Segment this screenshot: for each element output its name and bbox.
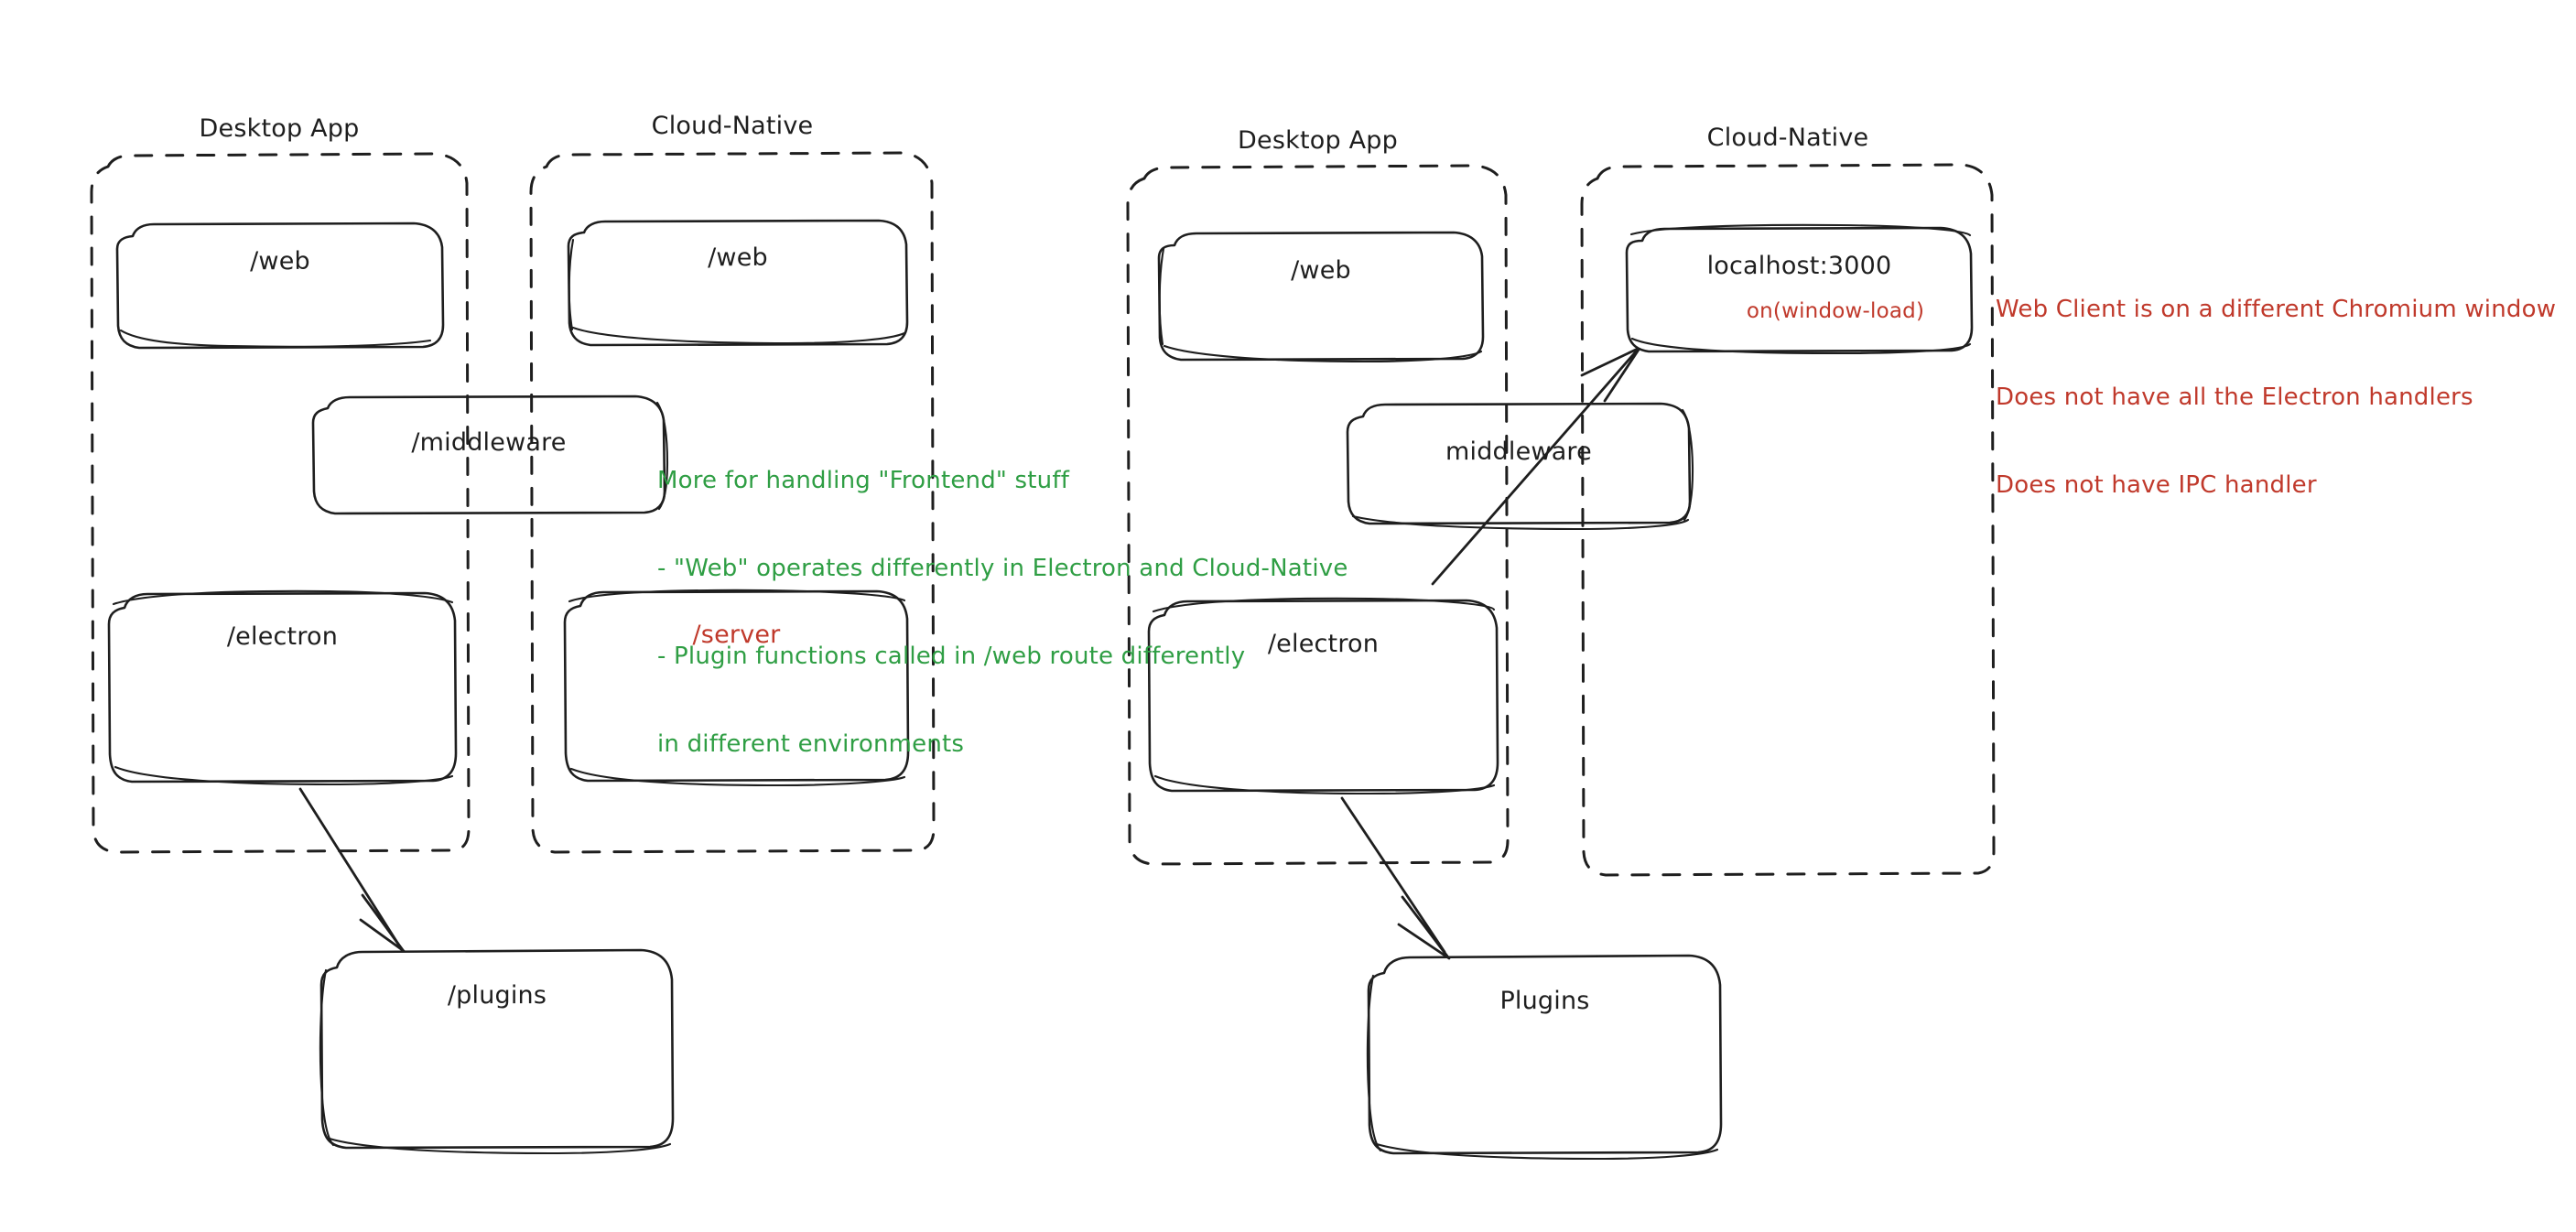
box-label-middleware: /middleware (411, 428, 567, 457)
group-desktop-app-outline (90, 152, 471, 854)
box-label-localhost: localhost:3000 (1706, 252, 1892, 280)
annotation-red-line-2: Does not have all the Electron handlers (1996, 384, 2473, 411)
annotation-green-line-4: in different environments (657, 730, 965, 758)
group-title-desktop-app-2: Desktop App (1238, 126, 1398, 155)
box-label-middleware-2: middleware (1445, 438, 1592, 466)
annotation-red: Web Client is on a different Chromium wi… (1996, 236, 2556, 529)
box-label-plugins-2: Plugins (1499, 987, 1590, 1015)
group-title-cloud-native-2: Cloud-Native (1706, 124, 1869, 152)
box-localhost-outline (1625, 223, 1974, 355)
box-sublabel-localhost-on-window-load: on(window-load) (1746, 299, 1925, 323)
annotation-red-line-1: Web Client is on a different Chromium wi… (1996, 296, 2557, 323)
group-title-desktop-app: Desktop App (199, 114, 360, 143)
annotation-green: More for handling "Frontend" stuff - "We… (657, 407, 1348, 788)
box-web-desktop-2-outline (1157, 231, 1485, 363)
box-label-server: /server (692, 621, 781, 649)
annotation-red-line-3: Does not have IPC handler (1996, 471, 2317, 499)
group-cloud-native-outline (529, 151, 936, 854)
box-label-web-desktop: /web (250, 247, 310, 276)
group-cloud-native-2-outline (1580, 163, 1996, 877)
arrow-electron-to-plugins (298, 787, 406, 953)
arrow-electron2-to-plugins2 (1340, 796, 1451, 960)
box-web-desktop-outline (115, 222, 445, 350)
box-web-cloud-outline (567, 219, 909, 347)
box-middleware-outline (311, 394, 669, 515)
arrow-electron2-to-localhost (1431, 347, 1640, 586)
annotation-green-line-3: - Plugin functions called in /web route … (657, 643, 1246, 670)
box-middleware-2-outline (1346, 402, 1694, 531)
box-label-electron-2: /electron (1267, 630, 1380, 658)
box-label-web-cloud: /web (708, 243, 768, 272)
group-desktop-app-2-outline (1126, 164, 1510, 866)
annotation-green-line-1: More for handling "Frontend" stuff (657, 467, 1070, 494)
box-electron-outline (107, 589, 458, 786)
annotation-green-line-2: - "Web" operates differently in Electron… (657, 555, 1348, 582)
box-label-electron: /electron (226, 622, 339, 651)
box-electron-2-outline (1147, 597, 1499, 795)
box-server-outline (563, 589, 910, 787)
box-label-web-desktop-2: /web (1291, 256, 1351, 285)
box-plugins-2-outline (1366, 954, 1723, 1161)
group-title-cloud-native: Cloud-Native (651, 112, 814, 140)
box-plugins-outline (319, 948, 675, 1155)
box-label-plugins: /plugins (447, 981, 547, 1010)
